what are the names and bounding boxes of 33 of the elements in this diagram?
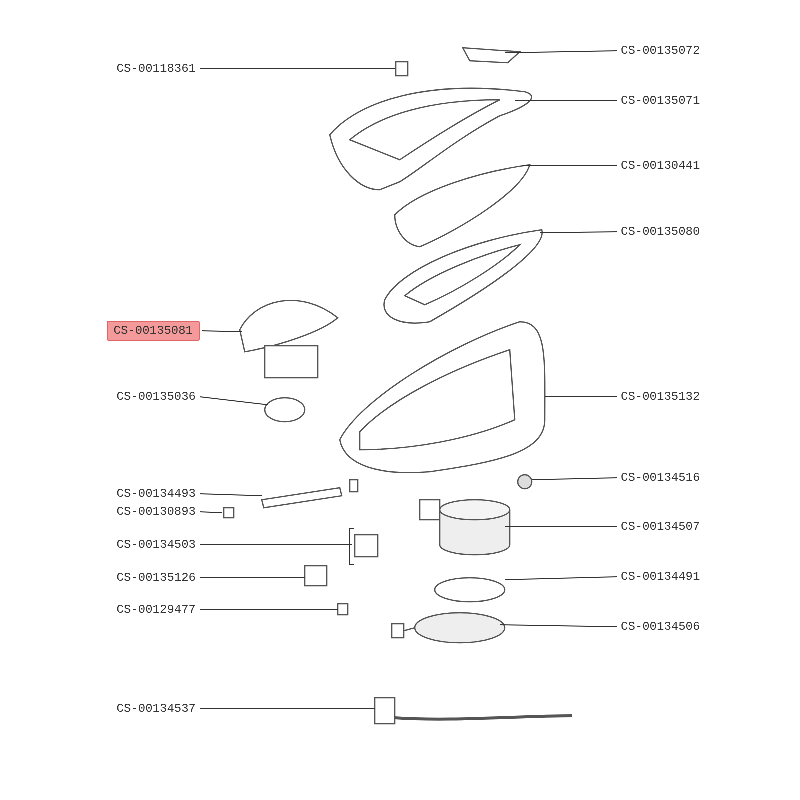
part-number-label: CS-00130441 <box>619 158 702 174</box>
leader-line <box>504 50 618 54</box>
leader-line <box>200 396 268 406</box>
part-number-label: CS-00135132 <box>619 389 702 405</box>
part-number-label: CS-00135072 <box>619 43 702 59</box>
part-number-label: CS-00134503 <box>114 537 198 553</box>
leader-line <box>544 396 618 398</box>
part-number-label: CS-00134491 <box>619 569 702 585</box>
leader-line <box>500 624 618 628</box>
part-number-label: CS-00118361 <box>114 61 198 77</box>
leader-line <box>200 512 222 514</box>
leader-line <box>200 544 352 546</box>
part-number-label: CS-00135126 <box>114 570 198 586</box>
leader-line <box>532 478 618 480</box>
leader-line <box>504 526 618 528</box>
part-number-label: CS-00134537 <box>114 701 198 717</box>
leader-line <box>504 576 618 580</box>
part-number-label: CS-00134493 <box>114 486 198 502</box>
leader-line <box>200 708 376 710</box>
part-number-label: CS-00135081 <box>106 321 200 341</box>
leader-line <box>540 232 618 234</box>
leader-line <box>514 100 618 102</box>
part-number-label: CS-00134506 <box>619 619 702 635</box>
part-number-label: CS-00135071 <box>619 93 702 109</box>
leader-line <box>202 330 242 332</box>
part-number-label: CS-00135080 <box>619 224 702 240</box>
part-number-label: CS-00135036 <box>114 389 198 405</box>
part-number-label: CS-00130893 <box>114 504 198 520</box>
part-number-label: CS-00134507 <box>619 519 702 535</box>
leader-line <box>200 68 396 70</box>
part-number-label: CS-00129477 <box>114 602 198 618</box>
part-number-label: CS-00134516 <box>619 470 702 486</box>
leader-line <box>200 494 262 496</box>
